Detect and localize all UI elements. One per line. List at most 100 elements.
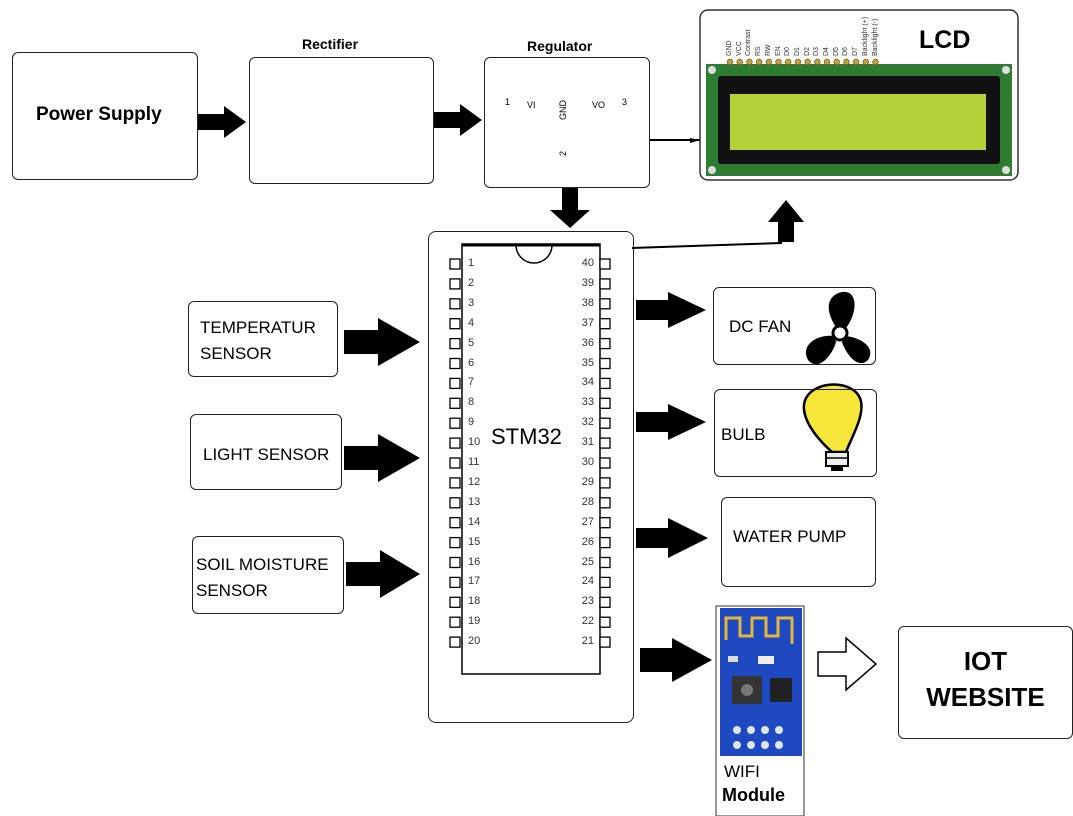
chip-pin-right <box>599 596 611 608</box>
chip-pin-left <box>449 377 461 390</box>
arrow-mcu-wifi <box>640 638 712 682</box>
regulator-pin1-label: 1 <box>505 97 511 107</box>
lcd-pin-hole <box>872 58 879 66</box>
chip-pin-number: 39 <box>581 276 594 289</box>
chip-pin-left <box>449 596 461 608</box>
lcd-pin-label: VCC <box>735 41 743 56</box>
chip-pin-number: 29 <box>581 475 594 488</box>
mcu-label: STM32 <box>491 424 562 449</box>
chip-pin-number: 40 <box>581 257 594 269</box>
chip-pin-number: 17 <box>468 575 481 588</box>
chip-pin-left <box>449 258 461 270</box>
arrow-mcu-bulb <box>636 404 706 440</box>
regulator-gnd-label: GND <box>558 100 568 120</box>
chip-pin-number: 25 <box>581 555 594 568</box>
chip-pin-right <box>599 477 611 489</box>
chip-pin-right <box>599 616 611 628</box>
lcd-pin-label: D0 <box>784 47 792 56</box>
lcd-pin-hole <box>775 58 782 66</box>
lcd-pin-hole <box>843 58 850 66</box>
temperature-sensor-label: TEMPERATUR SENSOR <box>200 315 316 367</box>
water-pump-block <box>721 497 876 587</box>
regulator-vi-label: VI <box>527 100 536 110</box>
chip-pin-number: 4 <box>468 316 475 329</box>
arrow-head-lcd <box>690 138 700 143</box>
chip-pin-number: 20 <box>468 635 481 648</box>
lcd-pin-label: RW <box>764 44 772 56</box>
arrow-mcu-pump <box>636 518 708 558</box>
chip-pins <box>449 258 611 648</box>
soil-moisture-label-line2: SENSOR <box>196 581 268 600</box>
lcd-pin-hole <box>852 58 860 66</box>
arrow-mcu-lcd <box>768 200 804 242</box>
lcd-module-graphic <box>699 9 1019 181</box>
temperature-sensor-block <box>188 301 338 377</box>
temperature-sensor-label-line2: SENSOR <box>200 344 272 363</box>
dc-fan-label: DC FAN <box>729 317 792 336</box>
chip-pin-number: 2 <box>468 276 475 289</box>
lcd-pin-label: D3 <box>813 47 821 56</box>
arrow-light-mcu <box>344 434 420 482</box>
chip-pin-number: 35 <box>581 356 594 369</box>
lcd-pin-hole <box>755 58 763 66</box>
lcd-pin-hole <box>736 58 743 66</box>
lcd-pin-hole <box>804 58 811 66</box>
chip-pin-number: 37 <box>581 316 594 329</box>
chip-pin-number: 8 <box>468 396 475 409</box>
chip-pin-left <box>449 337 461 350</box>
lcd-pin-hole <box>794 58 802 66</box>
lcd-pin-label: D6 <box>842 47 850 56</box>
regulator-block <box>484 57 650 188</box>
chip-pin-number: 21 <box>581 635 594 648</box>
chip-pin-left <box>449 457 461 469</box>
chip-pin-number: 7 <box>468 376 475 389</box>
chip-pin-number: 6 <box>468 356 475 369</box>
chip-pin-number: 16 <box>468 555 481 568</box>
chip-pin-number: 33 <box>581 396 594 409</box>
chip-pin-right <box>599 457 611 469</box>
power-supply-block <box>12 52 198 180</box>
dc-fan-block <box>713 287 876 365</box>
chip-pin-number: 28 <box>581 495 594 508</box>
chip-pin-number: 38 <box>581 296 594 309</box>
lcd-pin-hole <box>746 58 753 66</box>
power-supply-label: Power Supply <box>36 104 162 125</box>
chip-pin-left <box>449 318 461 330</box>
water-pump-label: WATER PUMP <box>733 527 847 546</box>
lcd-pin-label: D2 <box>803 47 811 56</box>
rectifier-block <box>249 57 434 184</box>
lcd-pin-hole <box>765 58 772 66</box>
chip-pin-number: 34 <box>581 376 594 389</box>
chip-notch <box>515 244 553 264</box>
chip-pin-number: 18 <box>468 595 481 608</box>
chip-pin-left <box>449 616 461 628</box>
lcd-pin-label: Backlight (-) <box>871 18 879 56</box>
chip-pin-left <box>449 397 461 409</box>
chip-pin-number: 11 <box>468 456 480 468</box>
iot-website-label-line1: IOT <box>963 646 1008 676</box>
chip-pin-number: 32 <box>581 416 594 429</box>
chip-pin-left <box>449 357 461 370</box>
chip-pin-left <box>449 497 461 509</box>
wifi-module-graphic <box>715 605 805 816</box>
lcd-pin-label: GND <box>726 40 733 56</box>
chip-pin-right <box>599 437 611 449</box>
chip-body <box>461 243 601 675</box>
chip-pin-number: 12 <box>468 475 481 488</box>
chip-pin-number: 23 <box>581 595 594 608</box>
chip-pin-number: 26 <box>581 535 594 548</box>
chip-pin-number: 24 <box>581 575 594 588</box>
chip-pin-number: 31 <box>581 436 594 449</box>
bulb-block <box>714 389 877 477</box>
chip-pin-right <box>599 536 611 549</box>
lcd-label: LCD <box>919 26 971 54</box>
arrow-regulator-mcu <box>550 188 590 228</box>
lcd-pin-label: D7 <box>852 47 860 56</box>
chip-pin-left <box>449 636 461 648</box>
lcd-pin-holes <box>726 58 879 66</box>
chip-pin-number: 10 <box>468 436 481 449</box>
chip-pin-right <box>599 556 611 569</box>
chip-pin-left <box>449 298 461 310</box>
lcd-pin-hole <box>833 58 840 66</box>
lcd-pin-label: Contrast <box>745 29 753 56</box>
